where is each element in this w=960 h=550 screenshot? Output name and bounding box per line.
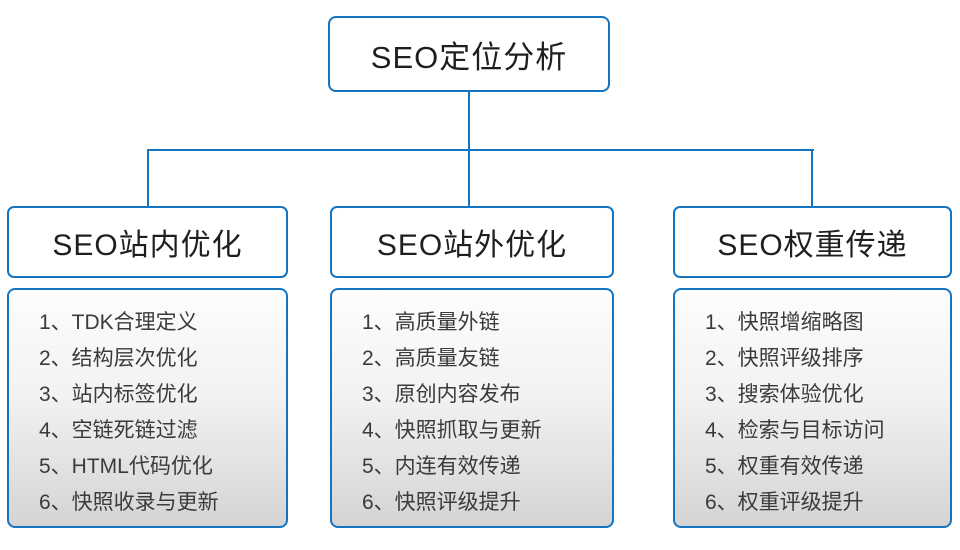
list-item: 4、空链死链过滤 — [39, 419, 198, 442]
column-onsite-title: SEO站内优化 — [52, 229, 243, 262]
column-offsite-title: SEO站外优化 — [376, 229, 568, 262]
column-offsite-optimization: SEO站外优化 1、高质量外链 2、高质量友链 3、原创内容发布 4、快照抓取与… — [330, 206, 614, 528]
column-onsite-optimization: SEO站内优化 1、TDK合理定义 2、结构层次优化 3、站内标签优化 4、空链… — [7, 206, 288, 528]
connector-drop-right — [811, 149, 813, 206]
column-weight-list: 1、快照增缩略图 2、快照评级排序 3、搜索体验优化 4、检索与目标访问 5、权… — [673, 288, 952, 528]
list-item: 1、快照增缩略图 — [705, 311, 864, 334]
list-item: 2、高质量友链 — [362, 347, 500, 370]
list-item: 2、结构层次优化 — [39, 347, 198, 370]
column-weight-header: SEO权重传递 — [673, 206, 952, 278]
list-item: 3、原创内容发布 — [362, 383, 521, 406]
connector-drop-left — [147, 149, 149, 206]
list-item: 2、快照评级排序 — [705, 347, 864, 370]
list-item: 4、检索与目标访问 — [705, 419, 885, 442]
list-item: 5、权重有效传递 — [705, 455, 864, 478]
column-offsite-header: SEO站外优化 — [330, 206, 614, 278]
connector-drop-center — [468, 149, 470, 206]
list-item: 1、TDK合理定义 — [39, 311, 198, 334]
column-weight-title: SEO权重传递 — [717, 229, 908, 262]
connector-root-stem — [468, 92, 470, 150]
list-item: 4、快照抓取与更新 — [362, 419, 542, 442]
list-item: 1、高质量外链 — [362, 311, 500, 334]
list-item: 3、搜索体验优化 — [705, 383, 864, 406]
list-item: 6、权重评级提升 — [705, 491, 864, 514]
column-onsite-list: 1、TDK合理定义 2、结构层次优化 3、站内标签优化 4、空链死链过滤 5、H… — [7, 288, 288, 528]
list-item: 5、内连有效传递 — [362, 455, 521, 478]
list-item: 5、HTML代码优化 — [39, 455, 213, 478]
column-offsite-list: 1、高质量外链 2、高质量友链 3、原创内容发布 4、快照抓取与更新 5、内连有… — [330, 288, 614, 528]
column-weight-transfer: SEO权重传递 1、快照增缩略图 2、快照评级排序 3、搜索体验优化 4、检索与… — [673, 206, 952, 528]
root-node: SEO定位分析 — [328, 16, 610, 92]
list-item: 6、快照评级提升 — [362, 491, 521, 514]
column-onsite-header: SEO站内优化 — [7, 206, 288, 278]
list-item: 3、站内标签优化 — [39, 383, 198, 406]
connector-horizontal-rail — [147, 149, 814, 151]
list-item: 6、快照收录与更新 — [39, 491, 219, 514]
root-node-title: SEO定位分析 — [370, 39, 568, 75]
